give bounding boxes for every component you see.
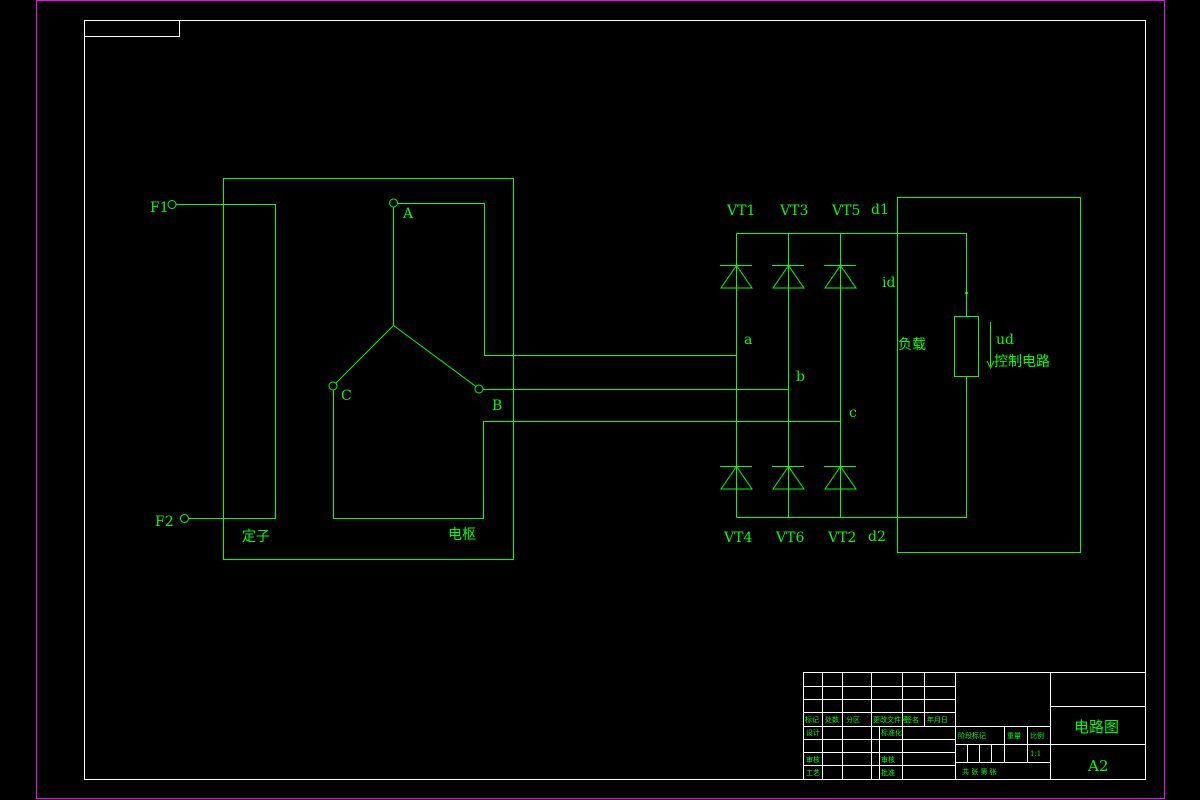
label-vt2: VT2 xyxy=(827,530,856,546)
label-phase-b: b xyxy=(796,369,805,385)
tb-stage: 阶段标记 xyxy=(958,731,986,740)
phase-c-line xyxy=(333,390,840,519)
tb-signature: 签名 xyxy=(905,715,919,724)
tb-process: 工艺 xyxy=(806,769,820,777)
tb-weight: 重量 xyxy=(1007,732,1021,740)
label-load: 负载 xyxy=(898,337,926,353)
label-id: id xyxy=(882,275,895,291)
dc-plus-bus xyxy=(736,233,967,293)
tb-sheets: 共 张 第 张 xyxy=(962,767,997,776)
generator-box xyxy=(223,178,514,560)
diode-vt2 xyxy=(824,465,857,490)
frame-corner-tab xyxy=(84,20,180,37)
rectifier-bridge xyxy=(720,233,967,518)
diode-vt3 xyxy=(772,264,805,289)
diode-vt1 xyxy=(720,264,753,289)
tb-ratio: 比例 xyxy=(1030,731,1044,740)
tb-review: 审核 xyxy=(806,755,820,764)
tb-standard: 标准化 xyxy=(881,728,902,737)
terminal-c xyxy=(328,381,338,391)
mid-cols xyxy=(967,726,1028,763)
load-resistor xyxy=(954,316,979,377)
label-phase-a: a xyxy=(744,332,752,348)
right-section xyxy=(1050,672,1146,780)
terminal-f1 xyxy=(167,200,177,209)
label-d2: d2 xyxy=(868,529,886,545)
label-vt1: VT1 xyxy=(726,203,755,219)
sheet-border xyxy=(36,0,1165,799)
phase-a-line xyxy=(397,203,736,356)
label-d1: d1 xyxy=(871,202,889,218)
tb-change-doc: 更改文件号 xyxy=(873,715,908,724)
label-f1: F1 xyxy=(150,200,169,216)
tb-size: A2 xyxy=(1087,757,1108,775)
label-armature: 电枢 xyxy=(448,527,476,543)
tb-design: 设计 xyxy=(806,728,820,737)
label-vt5: VT5 xyxy=(831,203,860,219)
tb-mark: 标记 xyxy=(805,715,819,724)
stator-winding xyxy=(176,204,276,519)
tb-date: 年月日 xyxy=(927,715,948,724)
diode-vt5 xyxy=(824,264,857,289)
tb-scale: 1:1 xyxy=(1030,750,1041,758)
tb-title: 电路图 xyxy=(1074,718,1119,736)
label-phase-c: c xyxy=(849,405,857,421)
label-a: A xyxy=(402,206,414,222)
label-vt6: VT6 xyxy=(775,530,804,546)
terminal-f2 xyxy=(180,514,189,523)
load-control-box xyxy=(897,197,1081,553)
tb-count: 处数 xyxy=(825,715,839,724)
ud-arrow xyxy=(986,322,995,370)
label-f2: F2 xyxy=(155,514,174,530)
label-ud: ud xyxy=(996,332,1014,348)
tb-check: 审核 xyxy=(881,755,895,764)
label-vt4: VT4 xyxy=(723,530,752,546)
terminal-a xyxy=(389,198,398,208)
tb-approve: 批准 xyxy=(881,768,895,777)
label-stator: 定子 xyxy=(242,529,270,545)
label-b: B xyxy=(492,398,502,414)
generator-block xyxy=(167,178,840,560)
star-winding xyxy=(335,207,477,387)
diode-vt4 xyxy=(720,465,753,490)
label-c: C xyxy=(341,388,352,404)
dc-minus-bus xyxy=(736,376,967,518)
node-dot xyxy=(965,291,968,295)
mid-rows xyxy=(955,726,1051,763)
label-vt3: VT3 xyxy=(779,203,808,219)
diode-vt6 xyxy=(772,465,805,490)
drawing-frame xyxy=(84,20,1146,780)
title-block: 标记 处数 分区 更改文件号 签名 年月日 设计 审核 工艺 标准化 审核 批准… xyxy=(803,672,1146,780)
tb-zone: 分区 xyxy=(846,715,860,724)
label-control: 控制电路 xyxy=(994,354,1050,370)
